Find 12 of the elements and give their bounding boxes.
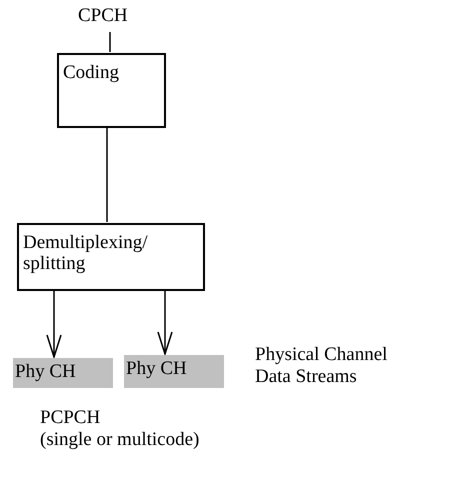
arrow bbox=[46, 291, 62, 358]
note-text: PCPCH bbox=[40, 407, 102, 429]
process-box: Demultiplexing/ splitting bbox=[17, 223, 205, 291]
process-box: Coding bbox=[57, 53, 166, 128]
channel-box: Phy CH bbox=[13, 358, 113, 388]
arrow bbox=[157, 291, 173, 355]
node-text: CPCH bbox=[78, 6, 150, 32]
channel-box: Phy CH bbox=[124, 355, 224, 388]
note-text: Physical Channel Data Streams bbox=[255, 344, 388, 388]
connector-line bbox=[106, 128, 108, 222]
connector-line bbox=[109, 32, 111, 52]
note-text: (single or multicode) bbox=[40, 429, 200, 451]
